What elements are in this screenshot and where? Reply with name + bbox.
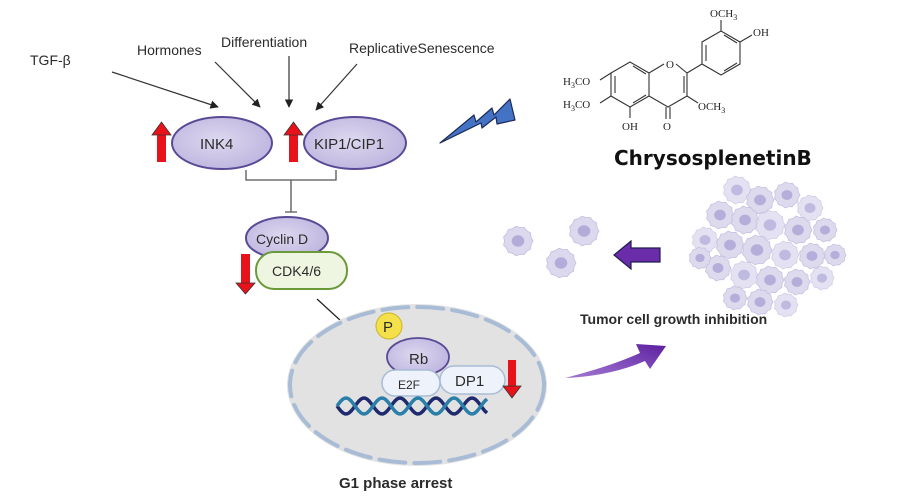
tumor-cell [774, 181, 801, 209]
tumor-cell [742, 234, 773, 266]
tumor-cell [731, 205, 760, 235]
cdk-protein: CDK4/6 [255, 251, 348, 290]
g1-phase-caption: G1 phase arrest [339, 475, 452, 492]
svg-text:O: O [666, 59, 674, 71]
kip-cip-protein: KIP1/CIP1 [303, 116, 407, 170]
tumor-cell [813, 217, 838, 243]
chrysosplenetin-structure [599, 20, 753, 119]
rb-label: Rb [409, 351, 428, 368]
tumor-cell [730, 260, 759, 290]
stimulus-differentiation: Differentiation [221, 34, 307, 50]
tumor-cell [747, 288, 774, 316]
ink4-protein: INK4 [171, 116, 273, 170]
ink4-label: INK4 [200, 136, 233, 153]
dp1-down-arrow [502, 360, 522, 399]
outcome-curved-arrow [565, 344, 666, 378]
svg-text:OCH3: OCH3 [698, 101, 725, 115]
svg-text:OCH3: OCH3 [710, 8, 737, 22]
tumor-cell [716, 230, 745, 260]
single-cell [546, 247, 577, 279]
tumor-cell [723, 175, 752, 205]
cdk-label: CDK4/6 [272, 263, 321, 279]
ink4-up-arrow [151, 121, 172, 162]
kip-up-arrow [283, 121, 304, 162]
lightning-bolt-icon [439, 98, 516, 144]
stimulus-tgf-beta: TGF-β [30, 52, 71, 68]
tumor-cell [810, 265, 835, 291]
single-cell [503, 225, 534, 257]
tumor-cell [705, 254, 732, 282]
stimulus-hormones: Hormones [137, 42, 202, 58]
svg-text:O: O [663, 121, 671, 133]
tumor-inhibition-caption: Tumor cell growth inhibition [580, 311, 767, 327]
tumor-cell [784, 215, 813, 245]
tumor-cell [797, 194, 824, 222]
tumor-cell [799, 242, 826, 270]
tumor-cell [723, 285, 748, 311]
svg-text:OH: OH [622, 121, 638, 133]
dna-helix [335, 396, 489, 416]
cdk-down-arrow [235, 254, 256, 295]
tgf-arrow [111, 71, 219, 109]
chem-labels: OCH3 OH O H3CO H3CO OCH3 OH O [563, 8, 769, 133]
svg-text:H3CO: H3CO [563, 99, 590, 113]
e2f-protein: E2F [381, 369, 441, 397]
tumor-mass [688, 175, 847, 318]
inhibition-bracket [245, 170, 337, 213]
cyclin-d-label: Cyclin D [256, 231, 308, 247]
tumor-cell [692, 226, 719, 254]
tumor-cell [755, 209, 786, 241]
tumor-cell [771, 240, 800, 270]
dispersed-cells [503, 215, 600, 279]
dp1-protein: DP1 [439, 365, 506, 395]
hormones-arrow [214, 61, 261, 108]
phosphate-badge: P [375, 312, 403, 340]
tumor-cell [774, 292, 799, 318]
compound-name: ChrysosplenetinB [614, 146, 812, 170]
phosphate-label: P [383, 319, 393, 336]
tumor-cell [823, 243, 847, 267]
kip-cip-label: KIP1/CIP1 [314, 136, 384, 153]
tumor-cell [756, 265, 785, 295]
senescence-arrow [315, 63, 358, 111]
tumor-cell [706, 200, 735, 230]
stimulus-replicative-senescence: ReplicativeSenescence [349, 40, 495, 56]
svg-text:OH: OH [753, 27, 769, 39]
svg-text:H3CO: H3CO [563, 76, 590, 90]
inhibition-left-arrow [613, 239, 661, 271]
tumor-cell [688, 246, 712, 270]
tumor-cell [784, 268, 811, 296]
e2f-label: E2F [398, 378, 420, 392]
dp1-label: DP1 [455, 373, 484, 390]
single-cell [569, 215, 600, 247]
